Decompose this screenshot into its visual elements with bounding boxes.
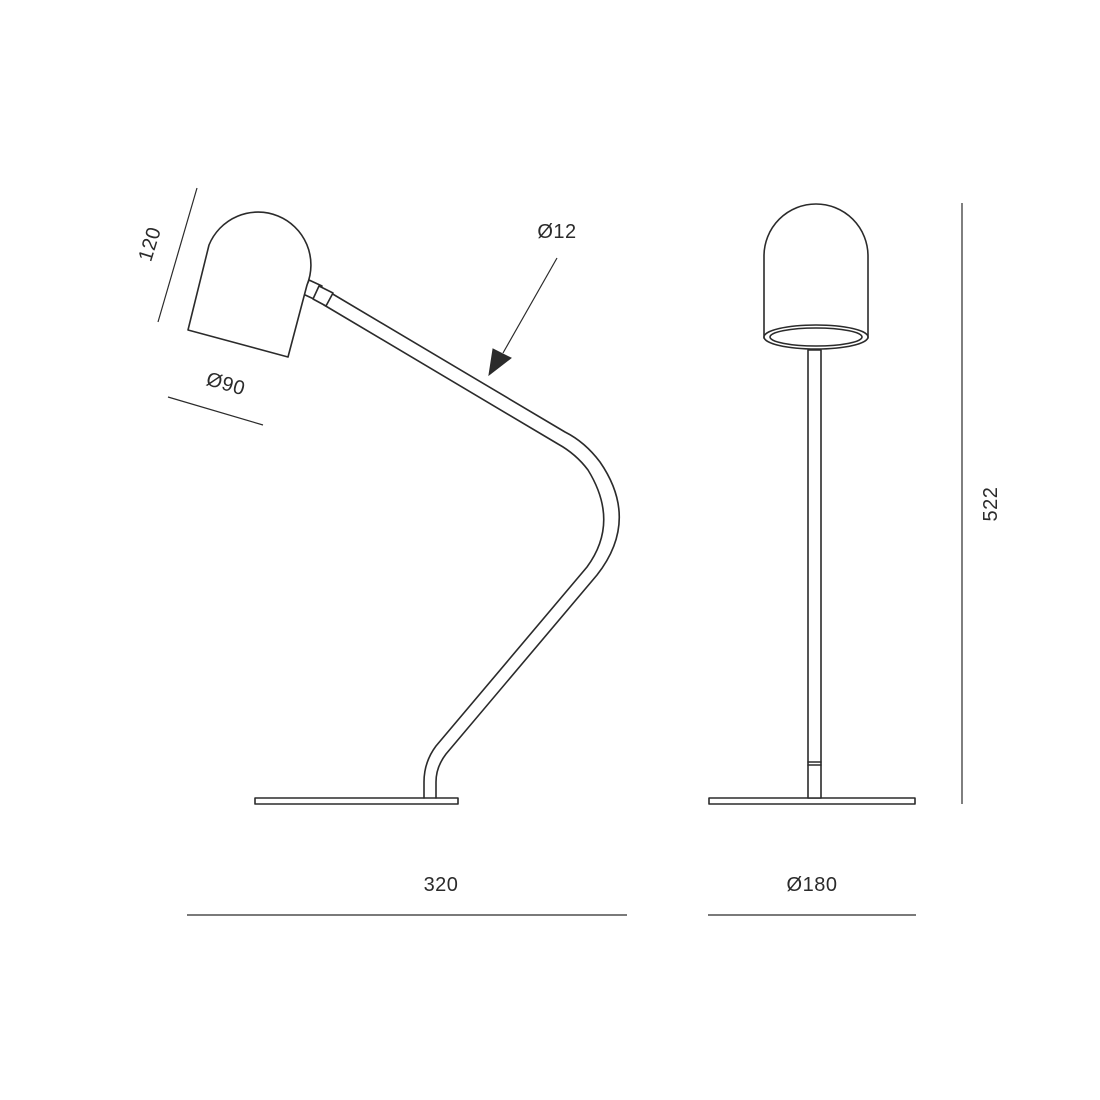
base-diameter-label: Ø180: [787, 874, 838, 896]
total-width-label: 320: [424, 874, 459, 896]
front-view-shade: [763, 203, 869, 339]
side-view-base: [254, 797, 459, 805]
shade-height-dimension-line: [157, 187, 198, 323]
side-view-arm-outer: [330, 292, 621, 799]
front-view-shade-rim: [769, 327, 863, 347]
side-view: 120 Ø90 Ø12 320: [135, 187, 627, 916]
side-view-shade: [187, 211, 312, 358]
arm-diameter-label: Ø12: [537, 221, 576, 243]
arm-diameter-leader-line: [502, 257, 558, 354]
side-view-pivot-joint: [312, 285, 334, 307]
shade-height-label: 120: [135, 224, 166, 264]
total-height-label: 522: [980, 487, 1002, 522]
front-view: Ø180 522: [708, 203, 1002, 916]
side-view-arm-inner: [323, 304, 605, 799]
arm-diameter-arrowhead: [488, 348, 512, 377]
shade-diameter-label: Ø90: [204, 368, 248, 400]
front-view-stem: [807, 349, 822, 799]
front-view-shade-opening: [763, 324, 869, 350]
shade-diameter-dimension-line: [167, 396, 264, 426]
front-view-base: [708, 797, 916, 805]
